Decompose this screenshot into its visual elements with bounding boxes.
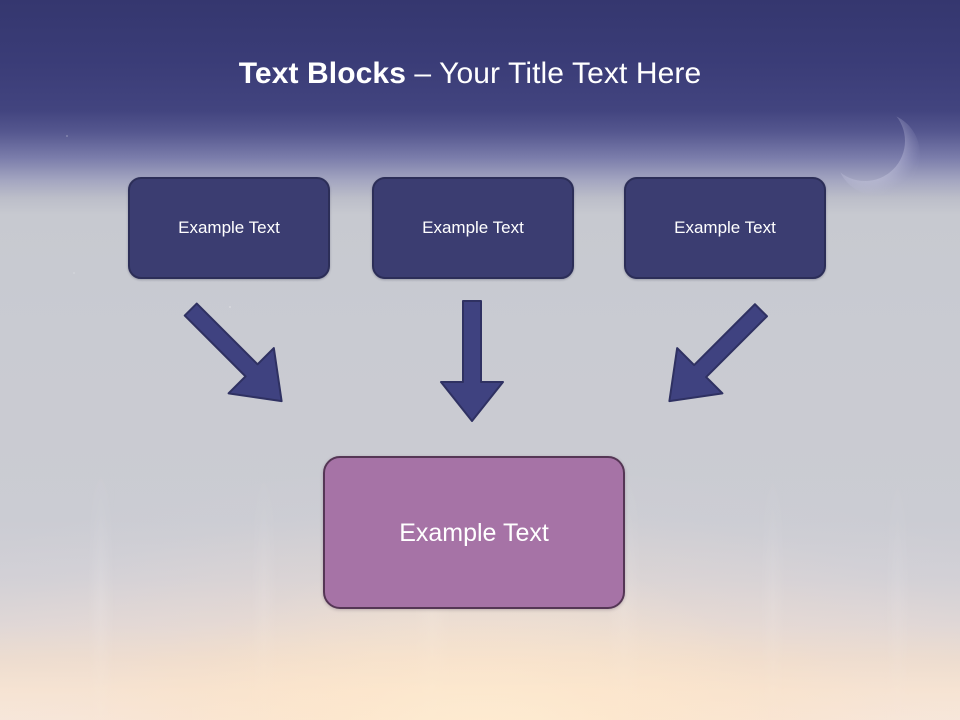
- source-box-2-label: Example Text: [422, 218, 524, 237]
- source-box-2[interactable]: Example Text: [372, 177, 574, 279]
- result-box-label: Example Text: [399, 518, 549, 547]
- crescent-moon-icon: [836, 112, 920, 196]
- source-box-3-label: Example Text: [674, 218, 776, 237]
- result-box[interactable]: Example Text: [323, 456, 625, 609]
- slide-title-regular: – Your Title Text Here: [406, 57, 702, 90]
- source-box-1[interactable]: Example Text: [128, 177, 330, 279]
- star-speck: [66, 135, 68, 137]
- slide-title-bold: Text Blocks: [238, 57, 406, 90]
- star-speck: [73, 272, 75, 274]
- source-box-1-label: Example Text: [178, 218, 280, 237]
- source-box-3[interactable]: Example Text: [624, 177, 826, 279]
- slide-title: Text Blocks – Your Title Text Here: [0, 54, 940, 94]
- star-speck: [229, 306, 231, 308]
